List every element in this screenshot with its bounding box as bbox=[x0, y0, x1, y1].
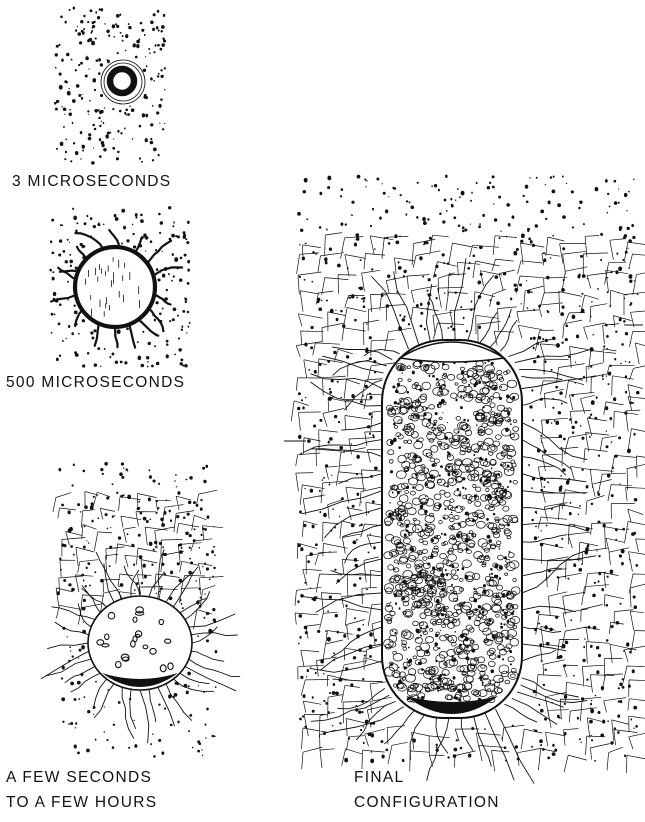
caption-few-seconds-line2: TO A FEW HOURS bbox=[6, 791, 157, 814]
panel-500-microseconds bbox=[49, 206, 190, 368]
panel-final-configuration bbox=[284, 175, 645, 784]
caption-500-microseconds: 500 MICROSECONDS bbox=[6, 371, 185, 394]
panel-3-microseconds bbox=[54, 7, 166, 165]
caption-3-microseconds: 3 MICROSECONDS bbox=[12, 170, 171, 193]
caption-final-line2: CONFIGURATION bbox=[354, 791, 500, 814]
panel-few-seconds-to-hours bbox=[41, 462, 240, 758]
caption-few-seconds-line1: A FEW SECONDS bbox=[6, 766, 152, 789]
caption-final-line1: FINAL bbox=[354, 766, 404, 789]
